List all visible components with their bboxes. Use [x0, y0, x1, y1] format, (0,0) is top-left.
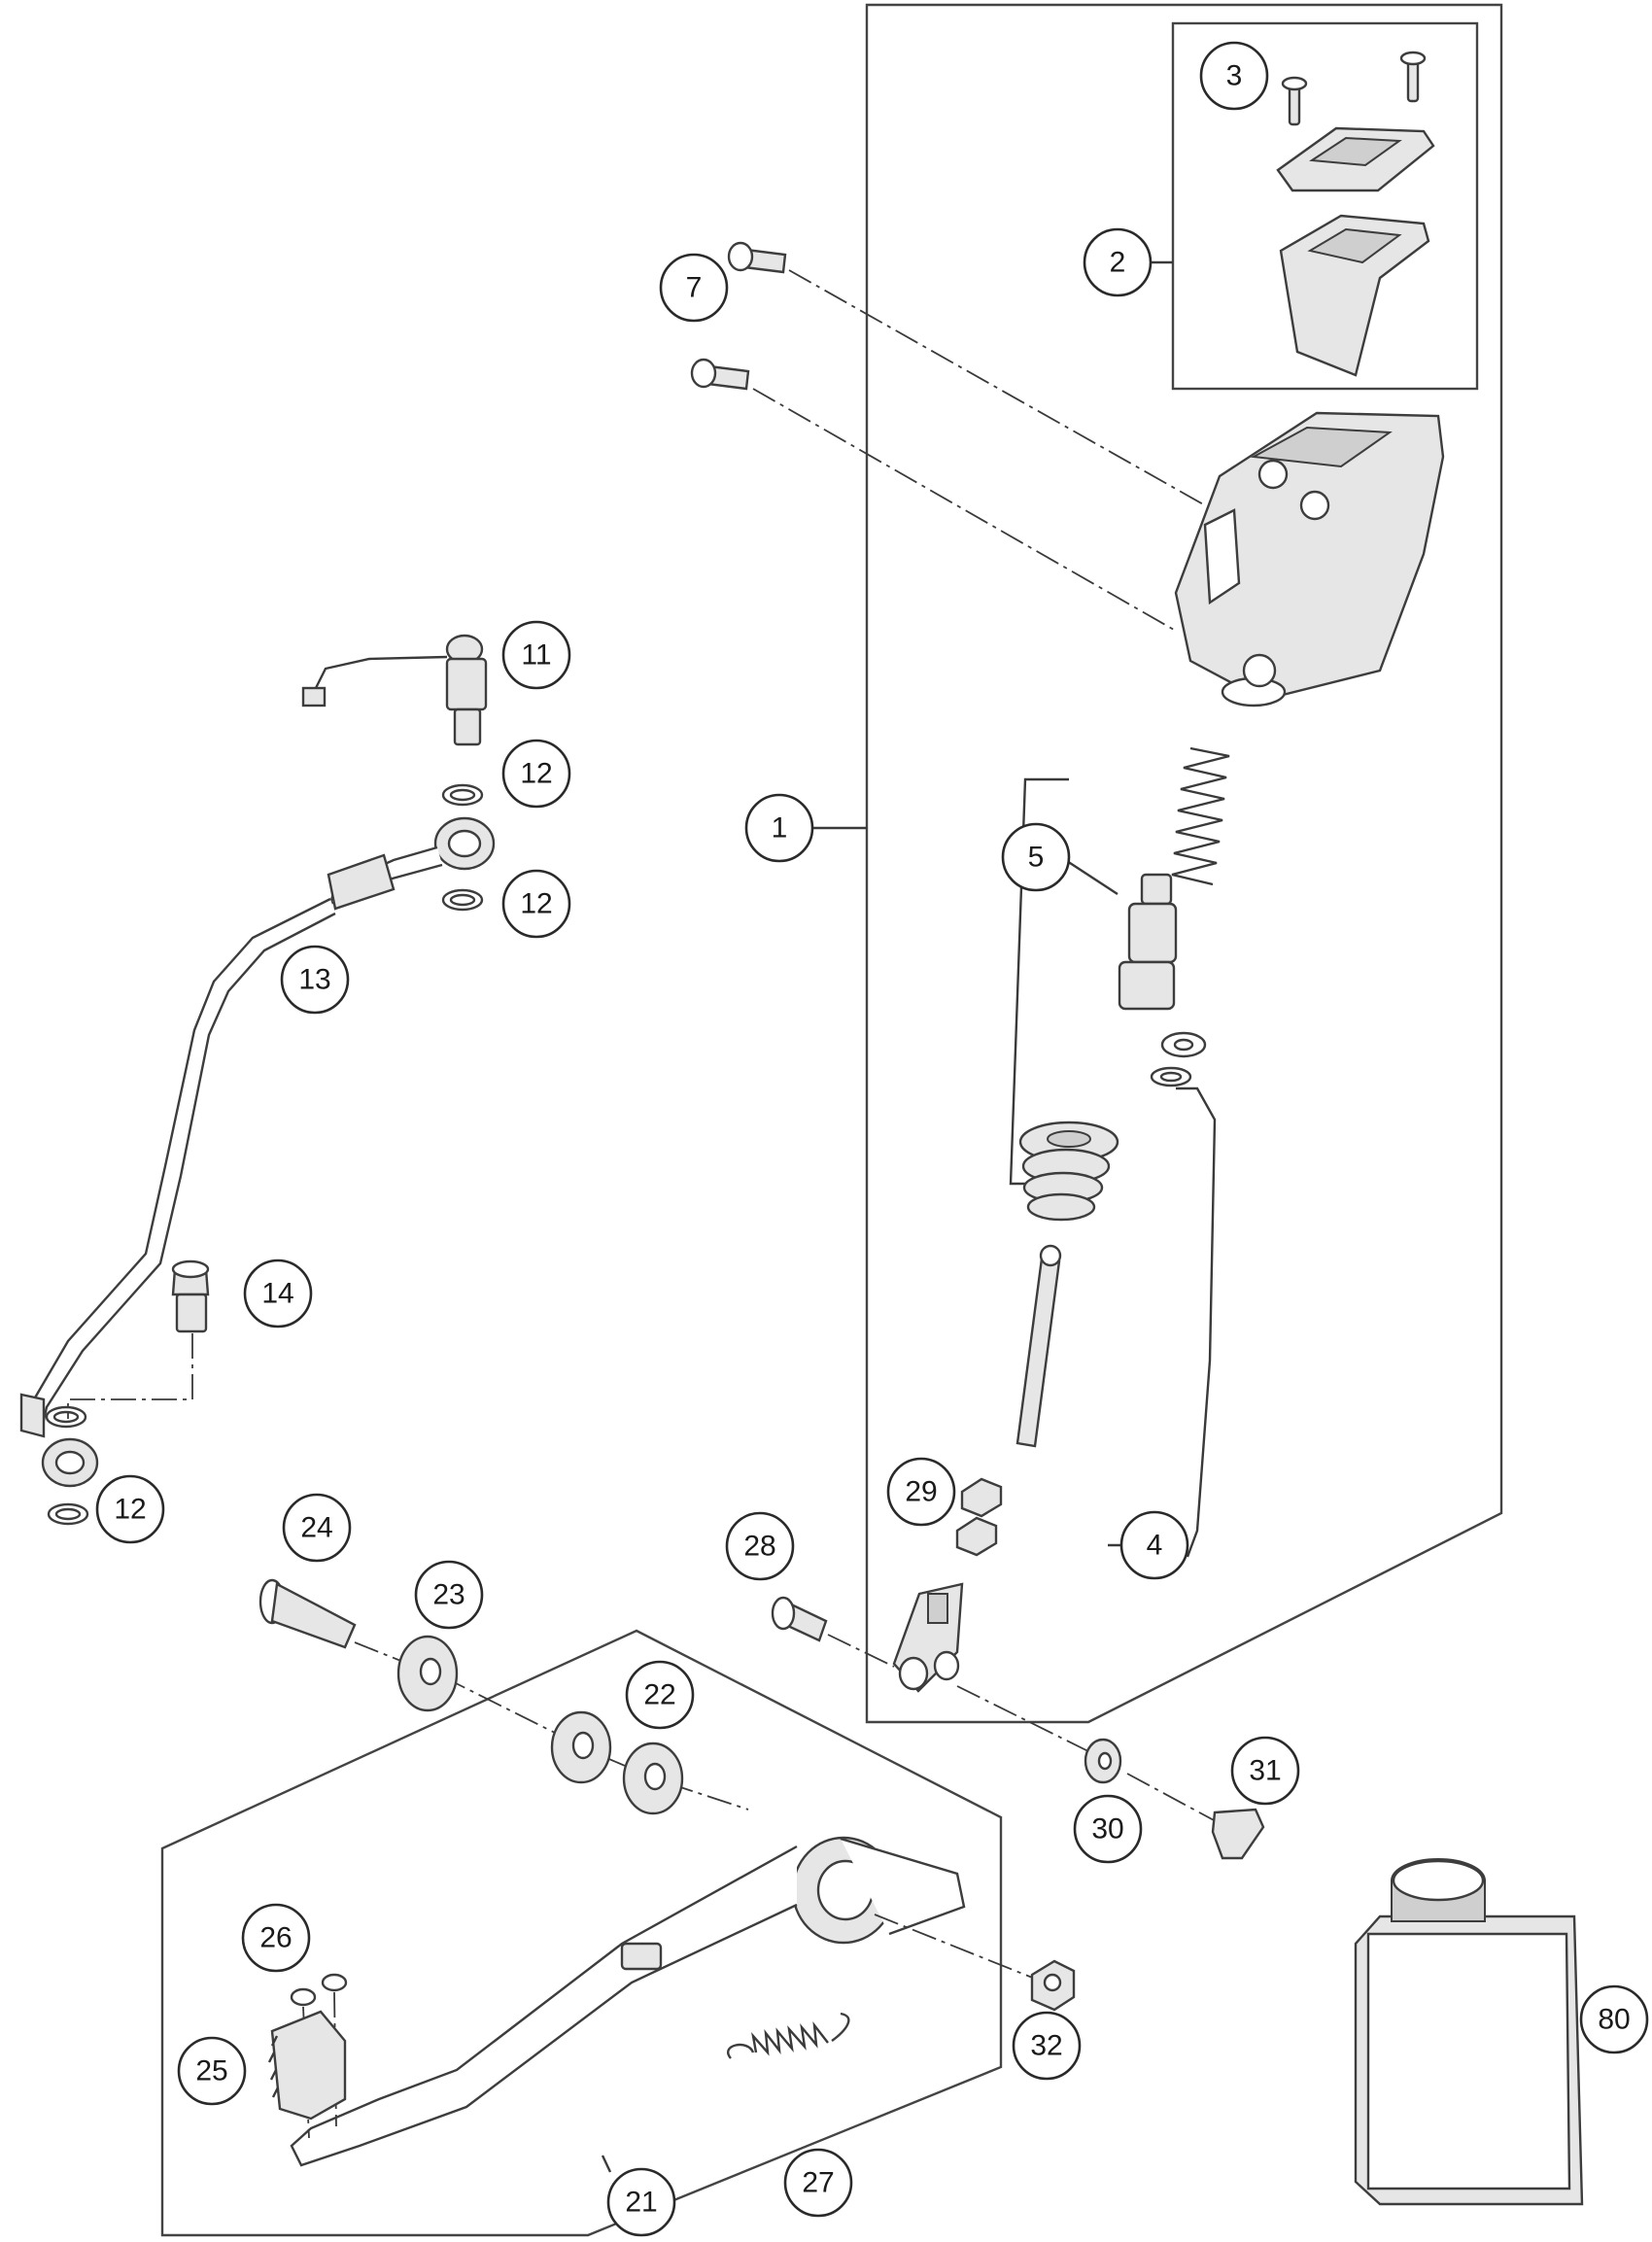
subassembly-bracket-5: [1009, 777, 1069, 1186]
clevis-pin: [771, 1596, 828, 1642]
step-plate-25: [267, 2010, 347, 2121]
callout-1: 1: [744, 793, 814, 863]
lock-nuts: [955, 1477, 1003, 1557]
callout-12-middle: 12: [501, 869, 571, 939]
svg-text:23: 23: [432, 1579, 465, 1611]
callout-22: 22: [625, 1660, 695, 1730]
brake-pedal-lever: [290, 1836, 966, 2167]
callout-29: 29: [886, 1457, 956, 1527]
bolt-dash-line-upper: [788, 269, 1206, 506]
svg-text:3: 3: [1226, 60, 1243, 92]
callout-27: 27: [783, 2148, 853, 2218]
callout-28: 28: [725, 1511, 795, 1581]
bolt-dash-line-lower: [752, 388, 1175, 631]
brake-hose: [19, 816, 496, 1488]
clevis-fork: [892, 1582, 964, 1693]
master-cylinder-assembly-box: [865, 3, 1503, 1724]
callout-30: 30: [1073, 1794, 1143, 1864]
svg-text:2: 2: [1110, 247, 1126, 279]
svg-text:31: 31: [1249, 1755, 1281, 1787]
banjo-bolt-dash-line: [67, 1333, 193, 1419]
callout-7: 7: [659, 253, 729, 323]
svg-text:4: 4: [1147, 1530, 1163, 1562]
callout-25: 25: [177, 2036, 247, 2106]
svg-text:26: 26: [259, 1922, 292, 1954]
callout-13: 13: [280, 945, 350, 1015]
pedal-nut-32: [1030, 1959, 1076, 2012]
push-rod: [1015, 1244, 1062, 1448]
subassembly-bracket-4: [1176, 1087, 1217, 1558]
reservoir-screws: [1281, 51, 1427, 126]
reservoir-cap: [1276, 126, 1435, 192]
svg-text:29: 29: [905, 1476, 937, 1508]
svg-text:28: 28: [743, 1531, 775, 1563]
callout-80: 80: [1579, 1984, 1649, 2054]
svg-text:25: 25: [195, 2055, 227, 2087]
svg-text:1: 1: [772, 812, 788, 845]
clevis-pin-dash-line: [827, 1634, 1227, 1828]
callout-14: 14: [243, 1259, 313, 1328]
return-spring: [1171, 746, 1230, 886]
callout-12-lower: 12: [95, 1474, 165, 1544]
svg-text:22: 22: [643, 1679, 675, 1711]
callout-3: 3: [1199, 41, 1269, 111]
return-spring-27: [727, 2012, 850, 2059]
svg-text:13: 13: [298, 964, 330, 996]
svg-text:7: 7: [686, 272, 703, 304]
dust-boot: [1018, 1121, 1119, 1222]
svg-text:5: 5: [1028, 842, 1045, 874]
pedal-nut-dash-line: [874, 1914, 1041, 1982]
svg-text:21: 21: [625, 2187, 657, 2219]
callout-24: 24: [282, 1493, 352, 1563]
piston: [1118, 873, 1178, 1011]
svg-text:30: 30: [1091, 1813, 1123, 1845]
sealing-rings: [45, 783, 484, 1526]
brake-fluid-can: [1354, 1858, 1584, 2206]
callout-32: 32: [1012, 2011, 1082, 2081]
svg-text:12: 12: [520, 758, 552, 790]
reservoir-kit-box: [1171, 21, 1479, 391]
pedal-pivot-bolt: [258, 1578, 357, 1649]
svg-text:80: 80: [1598, 2004, 1630, 2036]
cotter-clip-31: [1211, 1808, 1265, 1860]
master-cylinder-body: [1174, 411, 1445, 707]
callout-26: 26: [241, 1903, 311, 1973]
washer-30: [1084, 1738, 1122, 1784]
master-cylinder-bolts: [690, 241, 787, 391]
callout-12-upper: 12: [501, 739, 571, 809]
svg-text:12: 12: [114, 1494, 146, 1526]
callout-5: 5: [1001, 822, 1071, 892]
callout-11: 11: [501, 620, 571, 690]
banjo-bolt: [171, 1259, 210, 1333]
callout-31: 31: [1230, 1736, 1300, 1806]
brake-light-switch: [301, 634, 488, 746]
leader-lines: [601, 260, 1173, 2173]
svg-text:24: 24: [300, 1512, 332, 1544]
svg-text:32: 32: [1030, 2030, 1062, 2062]
svg-text:14: 14: [261, 1278, 293, 1310]
callout-4: 4: [1119, 1510, 1189, 1580]
seal-rings: [1150, 1031, 1207, 1087]
brake-pedal-assembly-box: [160, 1629, 1003, 2237]
washer-23: [396, 1635, 459, 1712]
callout-21: 21: [606, 2167, 676, 2237]
callout-23: 23: [414, 1560, 484, 1630]
bushings-22: [550, 1710, 684, 1815]
svg-text:11: 11: [521, 639, 551, 672]
svg-text:12: 12: [520, 888, 552, 920]
reservoir-body: [1279, 214, 1430, 377]
svg-text:27: 27: [802, 2167, 834, 2199]
callout-2: 2: [1083, 227, 1153, 297]
